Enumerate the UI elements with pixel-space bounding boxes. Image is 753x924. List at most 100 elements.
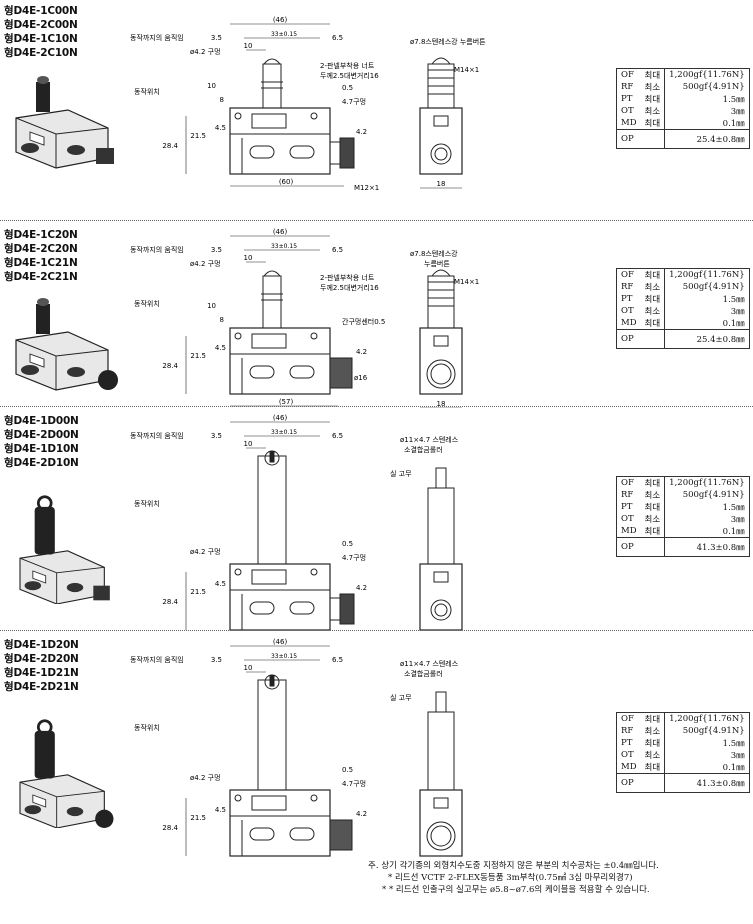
dimension-label: 8 bbox=[220, 316, 224, 324]
dimension-label: 10 bbox=[244, 664, 253, 672]
model-name: 형D4E-2C20N bbox=[4, 243, 78, 255]
slot bbox=[289, 145, 315, 159]
dimension-label: 10 bbox=[244, 42, 253, 50]
spec-qualifier: 최대 bbox=[644, 319, 661, 329]
slot bbox=[289, 365, 315, 379]
model-name: 형D4E-1D10N bbox=[4, 443, 79, 455]
spec-qualifier: 최소 bbox=[644, 307, 661, 317]
spec-qualifier: 최대 bbox=[644, 503, 661, 513]
spec-qualifier: 최대 bbox=[644, 527, 661, 537]
footnote-3: * * 리드선 인출구의 실고무는 ø5.8~ø7.6의 케이블을 적용할 수 … bbox=[382, 885, 650, 895]
side-connector-inner bbox=[430, 825, 452, 847]
button-label: ø7.8스텐레스강 bbox=[410, 249, 458, 258]
slot bbox=[289, 601, 315, 615]
spec-key: OF bbox=[621, 70, 634, 80]
dimension-label: 28.4 bbox=[162, 824, 178, 832]
spec-key: OF bbox=[621, 478, 634, 488]
spec-qualifier: 최소 bbox=[644, 283, 661, 293]
switch-body bbox=[229, 327, 331, 395]
roller-label: ø11×4.7 스텐레스 bbox=[400, 659, 459, 668]
dimension-label: 0.5 bbox=[342, 84, 353, 92]
button-side bbox=[430, 269, 452, 277]
product-photo bbox=[19, 495, 110, 604]
cable-gland bbox=[329, 819, 353, 851]
hole-label: 4.2 bbox=[356, 348, 367, 356]
spec-key: MD bbox=[621, 526, 637, 536]
spec-qualifier: 최소 bbox=[644, 107, 661, 117]
side-connector bbox=[430, 599, 452, 621]
switch-body bbox=[229, 107, 331, 175]
spec-key: MD bbox=[621, 118, 637, 128]
op-value: 25.4±0.8㎜ bbox=[664, 329, 750, 349]
footnote-2: * 리드선 VCTF 2-FLEX동등품 3m부착(0.75㎟ 3심 마무리외경… bbox=[388, 873, 633, 883]
spec-value: 1,200gf{11.76N} bbox=[664, 712, 750, 725]
spec-qualifier: 최소 bbox=[644, 83, 661, 93]
slot bbox=[249, 601, 275, 615]
operating-position-label: 동작위치 bbox=[134, 723, 160, 732]
nut-label: 두께2.5대변거리16 bbox=[320, 71, 379, 80]
op-label: OP bbox=[616, 537, 641, 557]
spec-value: 500gf{4.91N} bbox=[664, 81, 750, 93]
dimension-label: 33±0.15 bbox=[271, 243, 297, 250]
spec-key: MD bbox=[621, 318, 637, 328]
slot bbox=[249, 827, 275, 841]
dimension-label: 0.5 bbox=[342, 766, 353, 774]
spec-value: 0.1㎜ bbox=[664, 761, 750, 774]
mount-hole bbox=[310, 112, 318, 120]
spec-value: 0.1㎜ bbox=[664, 317, 750, 330]
hole-label: 간구멍센터0.5 bbox=[342, 317, 385, 326]
model-name: 형D4E-2C21N bbox=[4, 271, 78, 283]
dimension-label: 8 bbox=[220, 96, 224, 104]
spec-qualifier: 최대 bbox=[644, 479, 661, 489]
spec-key: RF bbox=[621, 726, 634, 736]
dimension-label: 10 bbox=[244, 440, 253, 448]
side-body bbox=[419, 327, 463, 395]
plunger-side bbox=[427, 711, 455, 791]
mount-hole bbox=[234, 112, 242, 120]
dimension-label: 33±0.15 bbox=[271, 653, 297, 660]
nut-label: 2-판넬부착용 너트 bbox=[320, 61, 375, 70]
spec-qualifier: 최대 bbox=[644, 715, 661, 725]
spec-qualifier: 최소 bbox=[644, 515, 661, 525]
slot bbox=[249, 365, 275, 379]
thread-label: M12×1 bbox=[354, 184, 379, 192]
dimension-label: (46) bbox=[273, 414, 288, 422]
mount-hole bbox=[234, 794, 242, 802]
dimension-label: 4.5 bbox=[215, 580, 226, 588]
dimension-label: 18 bbox=[437, 180, 446, 188]
dimension-label: 4.5 bbox=[215, 124, 226, 132]
dimension-label: 21.5 bbox=[190, 352, 206, 360]
dimension-label: 6.5 bbox=[332, 246, 343, 254]
model-name: 형D4E-2C10N bbox=[4, 47, 78, 59]
hole-label: ø4.2 구멍 bbox=[190, 259, 221, 268]
dimension-label: 4.5 bbox=[215, 344, 226, 352]
roller-pin bbox=[269, 675, 275, 687]
mount-hole bbox=[310, 568, 318, 576]
model-name: 형D4E-2D21N bbox=[4, 681, 79, 693]
hole-label: 4.7구멍 bbox=[342, 97, 366, 106]
dimension-label: 10 bbox=[207, 302, 216, 310]
mount-hole bbox=[310, 794, 318, 802]
slot bbox=[249, 145, 275, 159]
button-label: 누름버튼 bbox=[424, 259, 450, 268]
slot bbox=[289, 827, 315, 841]
spec-qualifier: 최소 bbox=[644, 491, 661, 501]
plunger bbox=[262, 63, 282, 109]
spec-key: OF bbox=[621, 270, 634, 280]
operating-position-label: 동작위치 bbox=[134, 299, 160, 308]
model-name: 형D4E-1D20N bbox=[4, 639, 79, 651]
dimension-label: 28.4 bbox=[162, 598, 178, 606]
